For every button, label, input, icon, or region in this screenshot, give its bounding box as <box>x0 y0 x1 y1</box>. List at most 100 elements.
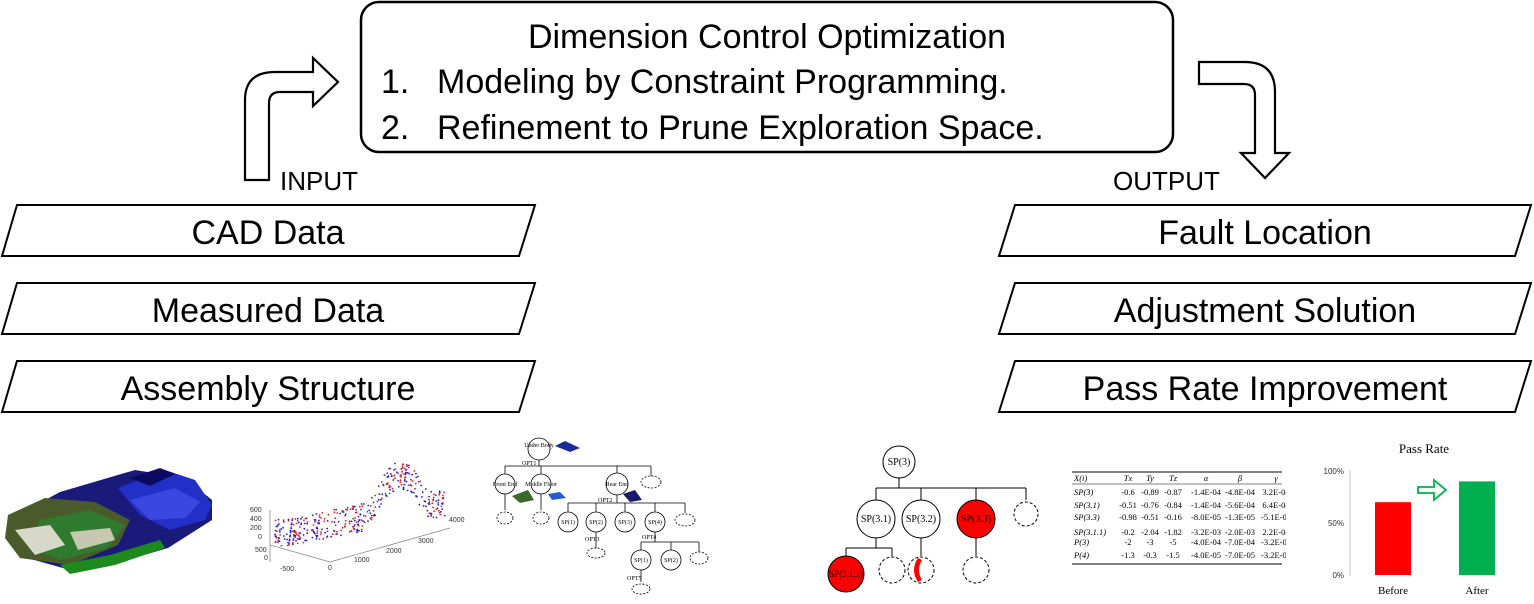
tree-node-sp4: SP(4) <box>648 519 662 526</box>
scatter-point <box>292 537 295 540</box>
table-cell: -0.76 <box>1141 500 1159 510</box>
scatter-point <box>293 535 295 537</box>
scatter-point <box>367 504 370 507</box>
scatter-point <box>324 531 327 534</box>
scatter-point <box>312 524 315 526</box>
chart-y-tick: 0% <box>1332 571 1344 580</box>
table-header-cell: Tz <box>1169 473 1178 483</box>
scatter-point <box>293 533 295 536</box>
scatter-point <box>302 541 305 544</box>
scatter-point <box>428 501 431 504</box>
scatter-point <box>291 518 294 520</box>
table-cell: -0.3 <box>1143 550 1156 560</box>
scatter-point <box>383 474 386 476</box>
scatter-point <box>369 517 372 520</box>
scatter-point <box>404 476 406 479</box>
scatter-point <box>394 477 396 480</box>
scatter-point <box>353 527 355 530</box>
scatter-point <box>362 514 365 517</box>
scatter-point <box>296 520 299 522</box>
scatter-point <box>374 494 377 497</box>
scatter-point <box>408 464 410 467</box>
scatter-point <box>438 492 441 494</box>
scatter-point <box>290 522 293 524</box>
step-2-number: 2. <box>381 109 409 147</box>
fault-tree: SP(3) SP(3.1) SP(3.2) SP(3.3) SP(3.1.1) <box>827 445 1039 593</box>
scatter-point <box>370 514 373 517</box>
scatter-point <box>434 494 437 497</box>
scatter-point <box>428 498 430 501</box>
scatter-point <box>355 511 358 514</box>
scatter-point <box>426 509 429 512</box>
table-cell: SP(3.3) <box>1074 512 1100 522</box>
table-cell: -1.5 <box>1166 550 1179 560</box>
scatter-point <box>388 484 391 487</box>
scatter-point <box>360 503 363 505</box>
scatter-point <box>336 533 338 535</box>
scatter-point <box>355 521 358 524</box>
scatter-point <box>341 509 344 512</box>
chart-y-tick: 50% <box>1328 519 1344 528</box>
scatter-point <box>438 511 441 514</box>
scatter-point <box>407 466 410 469</box>
table-cell: 6.4E-04 <box>1262 500 1290 510</box>
scatter-point <box>443 491 445 494</box>
table-cell: -0.84 <box>1164 500 1182 510</box>
scatter-point <box>432 516 435 519</box>
table-cell: -5.1E-04 <box>1261 512 1292 522</box>
scatter-point <box>277 541 279 544</box>
step-2-text: Refinement to Prune Exploration Space. <box>437 109 1044 147</box>
scatter-point <box>276 524 279 527</box>
scatter-point <box>442 494 444 497</box>
scatter-point <box>288 538 291 541</box>
scatter-point <box>433 493 435 496</box>
scatter-point <box>394 468 397 470</box>
x-tick-2000: 2000 <box>386 548 402 555</box>
scatter-point <box>427 515 429 518</box>
scatter-point <box>405 468 408 471</box>
scatter-point <box>344 523 347 525</box>
input-items: CAD Data Measured Data Assembly Structur… <box>0 204 537 413</box>
scatter-point <box>360 530 363 533</box>
table-cell: -2.04 <box>1141 527 1159 537</box>
input-arrow-icon <box>243 55 340 182</box>
scatter-point <box>289 534 292 537</box>
tree-node-middle-floor: Middle Floor <box>525 482 557 488</box>
output-item-adjustment-solution-box <box>997 282 1533 335</box>
scatter-point <box>428 512 431 515</box>
scatter-point <box>294 518 297 520</box>
table-header-cell: β <box>1237 473 1243 483</box>
scatter-point <box>413 470 416 472</box>
scatter-point <box>315 527 318 530</box>
scatter-point <box>362 520 364 522</box>
chart-title: Pass Rate <box>1399 441 1449 456</box>
scatter-point <box>392 490 394 493</box>
scatter-point <box>340 534 342 537</box>
table-cell: SP(3.1.1) <box>1074 527 1106 537</box>
tree-node-l3-sp1: SP(1) <box>634 557 648 564</box>
scatter-point <box>356 528 359 531</box>
scatter-point <box>404 471 407 474</box>
measured-data-scatter: 600 400 200 0 0 1000 2000 3000 4000 -500… <box>250 462 465 573</box>
scatter-point <box>369 512 372 515</box>
scatter-point <box>282 535 285 537</box>
scatter-point <box>323 518 326 520</box>
scatter-point <box>290 526 293 528</box>
output-arrow-icon <box>1197 60 1292 180</box>
table-cell: -2 <box>1124 537 1131 547</box>
scatter-point <box>420 484 423 487</box>
scatter-point <box>411 473 413 476</box>
scatter-point <box>352 526 354 528</box>
tree-node-sp3: SP(3) <box>618 519 632 526</box>
scatter-point <box>348 520 351 523</box>
scatter-point <box>315 513 318 515</box>
scatter-point <box>280 544 283 547</box>
scatter-point <box>280 528 282 530</box>
scatter-point <box>285 533 288 535</box>
table-cell: P(4) <box>1073 550 1089 560</box>
scatter-point <box>429 512 432 515</box>
table-cell: -5 <box>1169 537 1176 547</box>
scatter-point <box>306 529 309 532</box>
scatter-point <box>291 519 294 522</box>
scatter-point <box>435 516 438 519</box>
